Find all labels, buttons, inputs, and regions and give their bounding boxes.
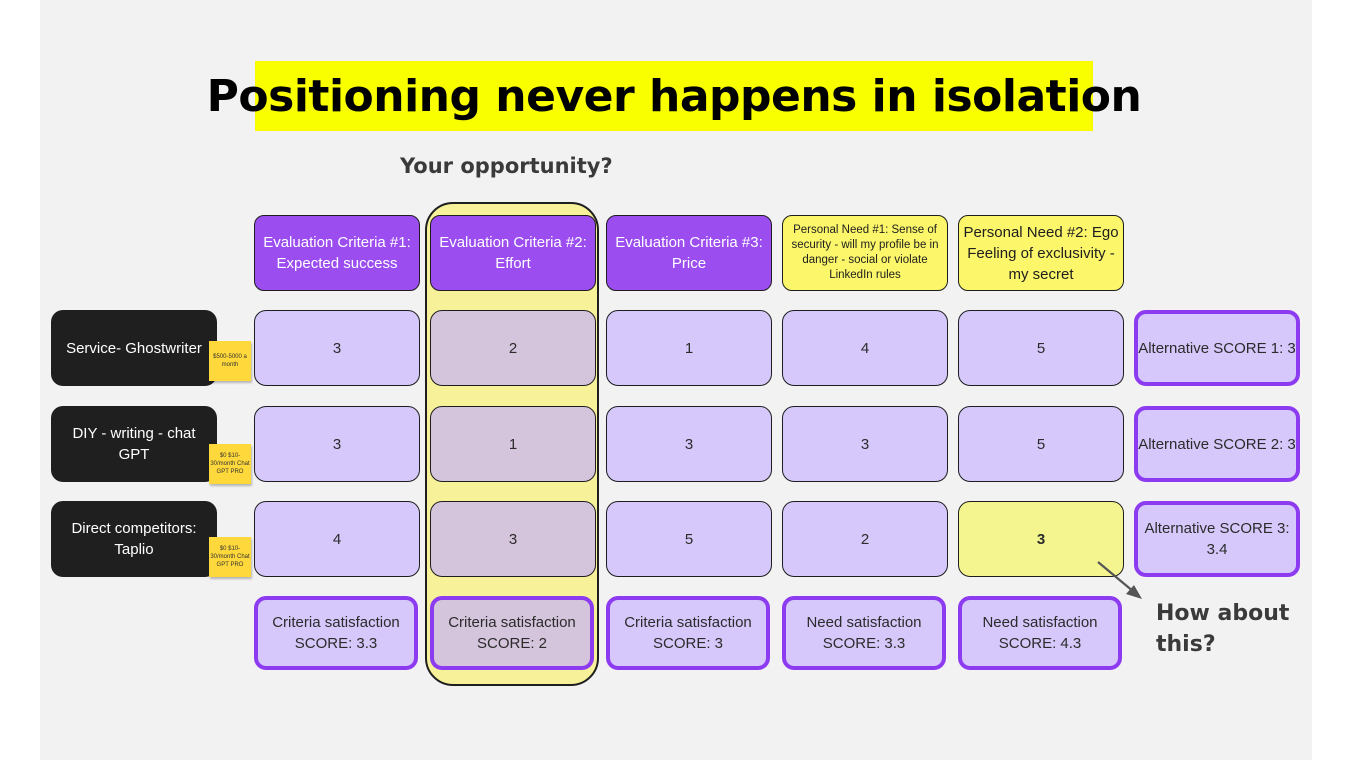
score-cell: 1	[606, 310, 772, 386]
score-cell: 5	[606, 501, 772, 577]
header-criteria-3: Evaluation Criteria #3: Price	[606, 215, 772, 291]
page-title: Positioning never happens in isolation	[206, 70, 1142, 122]
score-cell: 5	[958, 406, 1124, 482]
criteria-score-1: Criteria satisfaction SCORE: 3.3	[254, 596, 418, 670]
header-need-1: Personal Need #1: Sense of security - wi…	[782, 215, 948, 291]
need-score-1: Need satisfaction SCORE: 3.3	[782, 596, 946, 670]
header-need-2: Personal Need #2: Ego Feeling of exclusi…	[958, 215, 1124, 291]
score-cell: 3	[254, 310, 420, 386]
header-criteria-1: Evaluation Criteria #1: Expected success	[254, 215, 420, 291]
row-label-ghostwriter: Service- Ghostwriter	[51, 310, 217, 386]
score-cell: 3	[782, 406, 948, 482]
alternative-score-2: Alternative SCORE 2: 3	[1134, 406, 1300, 482]
highlighted-score-cell: 3	[958, 501, 1124, 577]
sticky-note-price: $0 $10-30/month Chat GPT PRO	[209, 444, 251, 484]
score-cell: 2	[430, 310, 596, 386]
sticky-note-price: $0 $10-30/month Chat GPT PRO	[209, 537, 251, 577]
score-cell: 5	[958, 310, 1124, 386]
opportunity-label: Your opportunity?	[400, 154, 613, 178]
annotation-text: How about this?	[1156, 601, 1290, 657]
alternative-score-3: Alternative SCORE 3: 3.4	[1134, 501, 1300, 577]
criteria-score-3: Criteria satisfaction SCORE: 3	[606, 596, 770, 670]
score-cell: 1	[430, 406, 596, 482]
criteria-score-2: Criteria satisfaction SCORE: 2	[430, 596, 594, 670]
score-cell: 3	[430, 501, 596, 577]
need-score-2: Need satisfaction SCORE: 4.3	[958, 596, 1122, 670]
sticky-note-price: $500-5000 a month	[209, 341, 251, 381]
score-cell: 4	[254, 501, 420, 577]
score-cell: 4	[782, 310, 948, 386]
arrow-icon	[1097, 561, 1142, 599]
row-label-diy: DIY - writing - chat GPT	[51, 406, 217, 482]
title-highlight: Positioning never happens in isolation	[207, 61, 1142, 131]
score-cell: 3	[606, 406, 772, 482]
alternative-score-1: Alternative SCORE 1: 3	[1134, 310, 1300, 386]
score-cell: 2	[782, 501, 948, 577]
header-criteria-2: Evaluation Criteria #2: Effort	[430, 215, 596, 291]
score-cell: 3	[254, 406, 420, 482]
row-label-taplio: Direct competitors: Taplio	[51, 501, 217, 577]
